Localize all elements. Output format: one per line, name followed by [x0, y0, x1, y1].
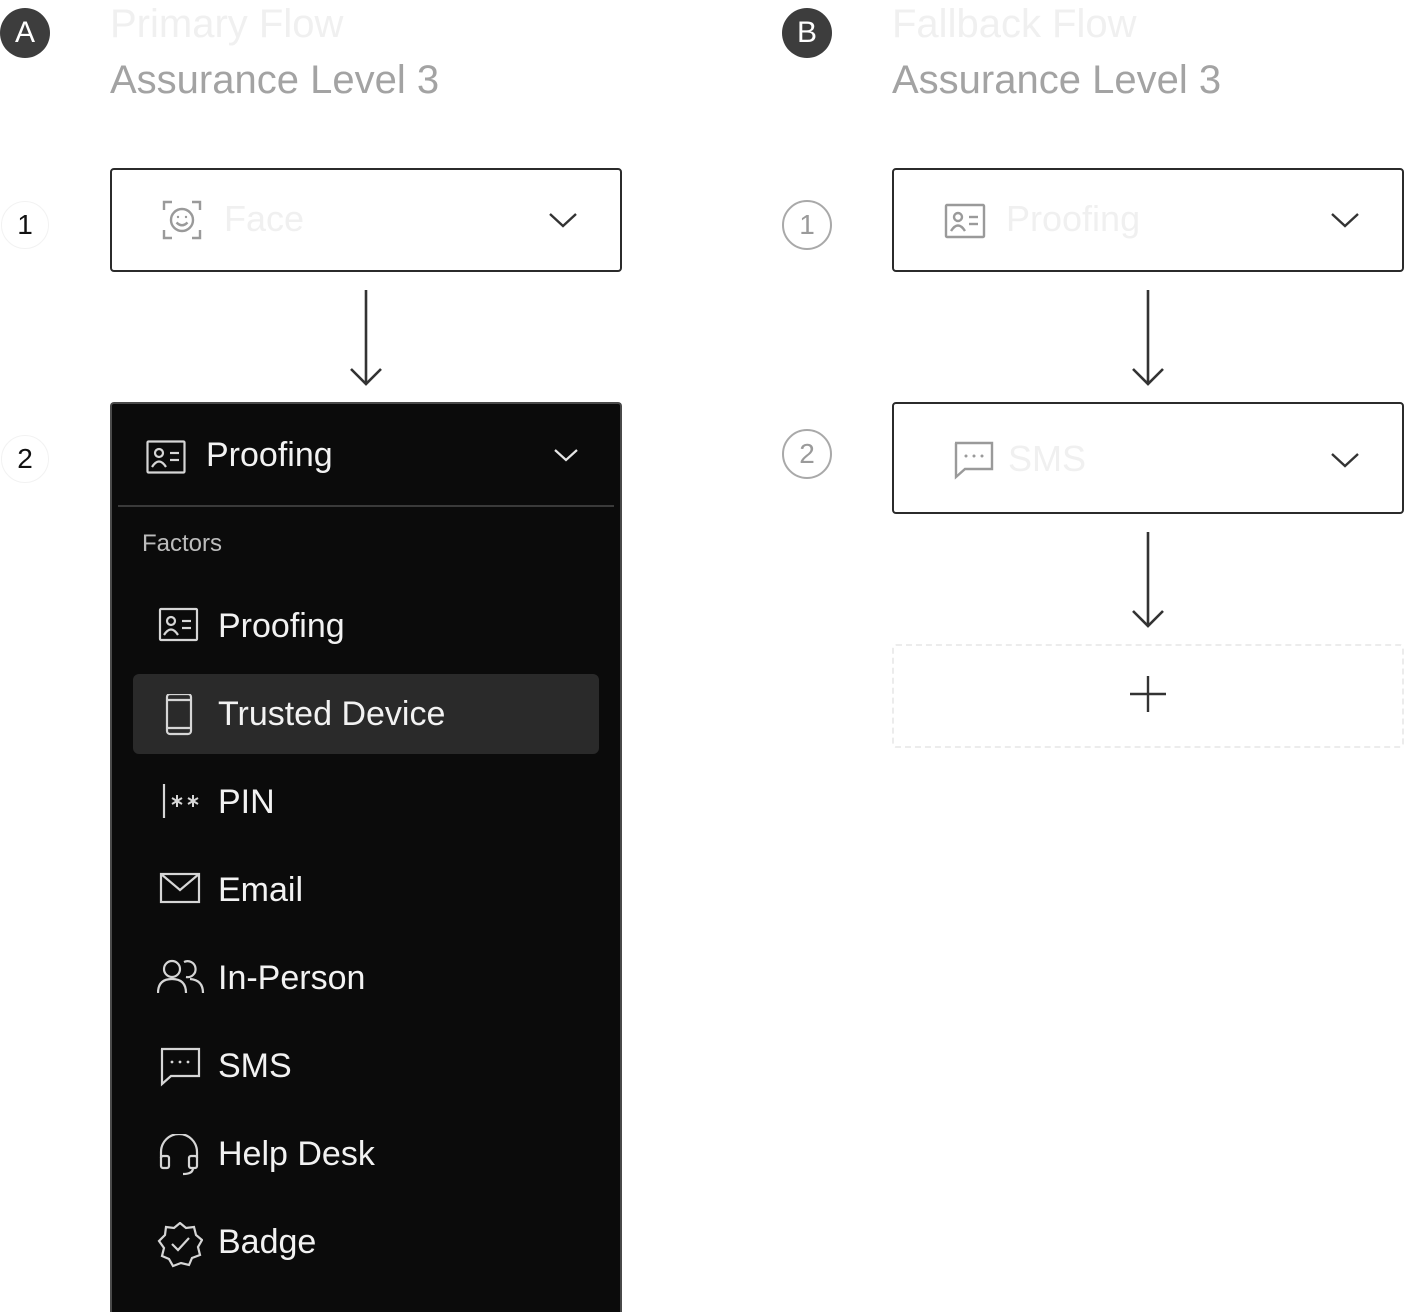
dropdown-item-label: PIN	[218, 783, 275, 821]
envelope-icon	[157, 870, 201, 910]
primary-step2-dropdown[interactable]: Proofing Factors Proofing Trusted Device	[110, 402, 622, 1312]
fallback-step1-select[interactable]: Proofing	[892, 168, 1404, 272]
dropdown-item-help-desk[interactable]: Help Desk	[133, 1114, 599, 1194]
step-number-1: 1	[1, 201, 49, 249]
dropdown-section-label: Factors	[142, 530, 223, 557]
column-badge-a: A	[0, 8, 50, 58]
phone-icon	[157, 692, 201, 736]
id-card-icon	[944, 203, 986, 244]
dropdown-item-label: Email	[218, 871, 304, 909]
pin-code-icon	[157, 782, 201, 822]
id-card-icon	[146, 440, 186, 479]
flow-arrow-primary	[346, 290, 386, 393]
primary-step1-select[interactable]: Face	[110, 168, 622, 272]
dropdown-item-in-person[interactable]: In-Person	[133, 938, 599, 1018]
dropdown-item-pin[interactable]: PIN	[133, 762, 599, 842]
chevron-down-icon	[1330, 450, 1360, 475]
dropdown-item-label: SMS	[218, 1047, 292, 1085]
chevron-down-icon	[548, 210, 578, 235]
dropdown-item-trusted-device[interactable]: Trusted Device	[133, 674, 599, 754]
flow-subtitle-primary: Assurance Level 3	[110, 58, 440, 102]
primary-step1-label: Face	[224, 198, 305, 239]
add-step-button[interactable]	[892, 644, 1404, 748]
dropdown-divider	[118, 505, 614, 507]
fallback-step1-label: Proofing	[1006, 198, 1141, 239]
dropdown-item-label: Help Desk	[218, 1135, 375, 1173]
chat-bubble-icon	[952, 440, 994, 485]
step-number-1: 1	[782, 200, 832, 250]
flow-title-primary: Primary Flow	[110, 2, 344, 46]
flow-subtitle-fallback: Assurance Level 3	[892, 58, 1222, 102]
chevron-down-icon	[1330, 210, 1360, 235]
dropdown-item-badge[interactable]: Badge	[133, 1202, 599, 1282]
dropdown-selected-label: Proofing	[206, 436, 333, 474]
step-number-2: 2	[1, 435, 49, 483]
dropdown-item-email[interactable]: Email	[133, 850, 599, 930]
step-number-2: 2	[782, 429, 832, 479]
fallback-step2-select[interactable]: SMS	[892, 402, 1404, 514]
dropdown-item-label: Trusted Device	[218, 695, 446, 733]
chevron-down-icon	[552, 446, 580, 469]
dropdown-item-label: Badge	[218, 1223, 317, 1261]
plus-icon	[1128, 674, 1168, 719]
dropdown-item-sms[interactable]: SMS	[133, 1026, 599, 1106]
face-scan-icon	[162, 200, 202, 245]
dropdown-item-label: In-Person	[218, 959, 366, 997]
fallback-step2-label: SMS	[1008, 438, 1087, 479]
chat-bubble-icon	[157, 1046, 201, 1087]
flow-arrow-fallback-2	[1128, 532, 1168, 635]
id-card-icon	[157, 606, 201, 646]
flow-arrow-fallback-1	[1128, 290, 1168, 393]
dropdown-item-label: Proofing	[218, 607, 345, 645]
dropdown-item-proofing[interactable]: Proofing	[133, 586, 599, 666]
column-badge-b: B	[782, 8, 832, 58]
dropdown-header[interactable]: Proofing	[112, 404, 620, 506]
badge-check-icon	[157, 1221, 204, 1268]
headset-icon	[157, 1132, 201, 1176]
flow-title-fallback: Fallback Flow	[892, 2, 1137, 46]
people-icon	[156, 958, 205, 998]
